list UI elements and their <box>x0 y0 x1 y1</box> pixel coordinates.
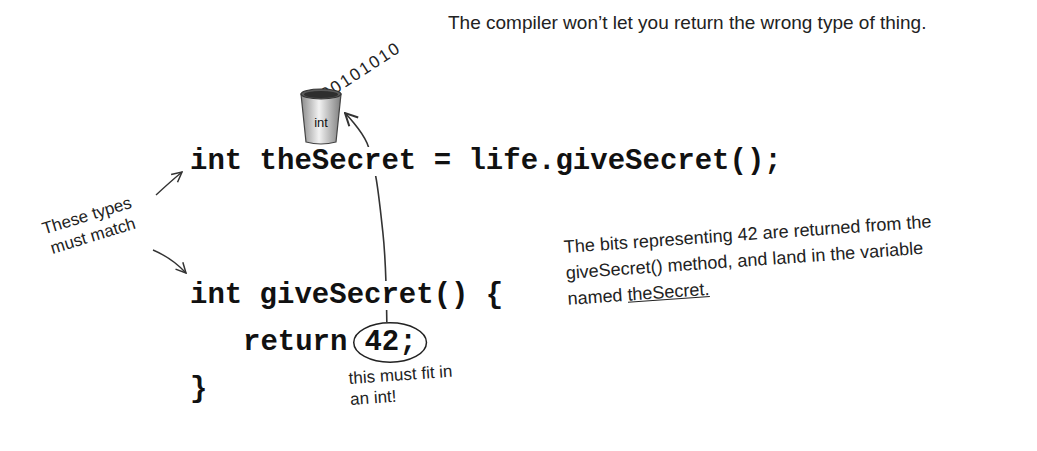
annotation-emphasis: theSecret. <box>627 279 710 305</box>
value-text: 42; <box>364 328 416 357</box>
leader-line <box>153 250 186 273</box>
code-line: int giveSecret() { <box>190 281 503 310</box>
annotation-text: The bits representing 42 are returned fr… <box>563 211 932 309</box>
value-circle: 42; <box>353 322 427 363</box>
code-line: int theSecret = life.giveSecret(); <box>190 147 782 176</box>
annotation: These types must match <box>29 189 151 263</box>
code-line: } <box>190 375 207 404</box>
note-group: The bits representing 42 are returned fr… <box>563 205 982 312</box>
code-keyword: return <box>243 328 347 357</box>
int-cup: int <box>298 86 344 146</box>
leader-line <box>156 172 182 195</box>
heading-note: The compiler won’t let you return the wr… <box>448 11 926 35</box>
annotation: this must fit in an int! <box>348 360 459 410</box>
cup-label: int <box>314 116 328 129</box>
